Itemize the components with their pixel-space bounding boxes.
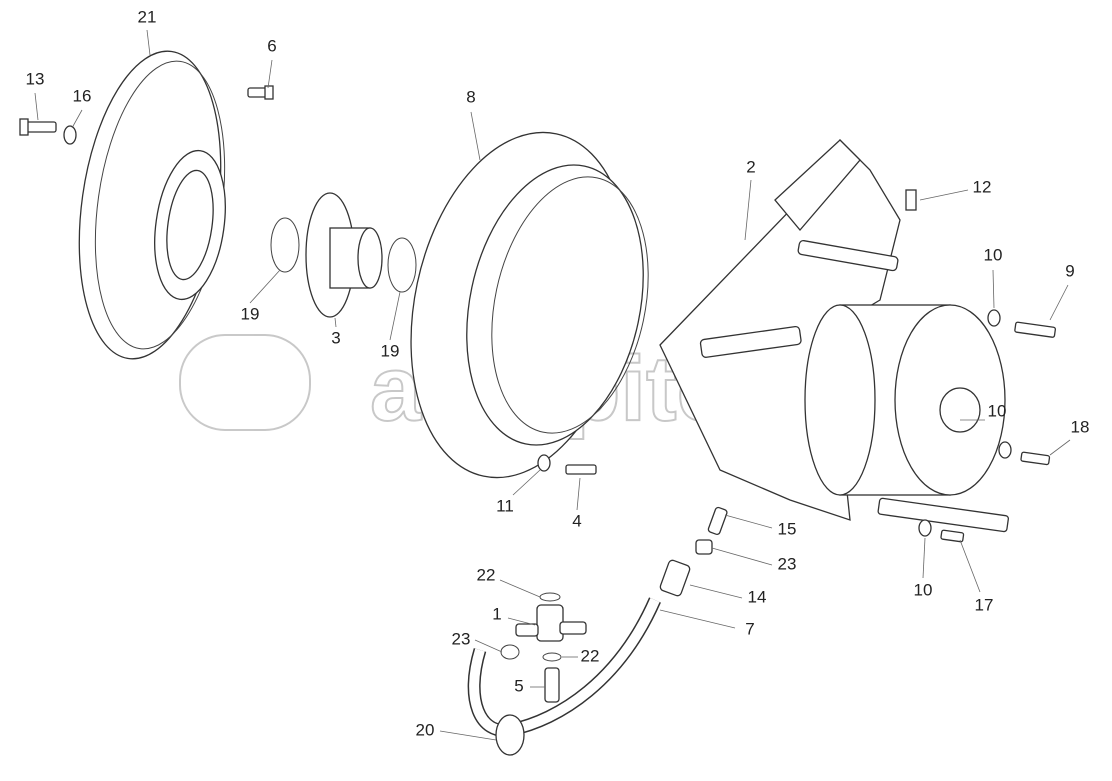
callout-17: 17 [975,595,994,614]
bolt-part-4 [565,464,597,475]
bolt-part-13 [19,118,57,136]
seal-part-20 [495,714,525,756]
leader-lines [34,29,1071,741]
callout-18: 18 [1071,417,1090,436]
washer-part-10a [987,309,1001,327]
fitting-part-15 [707,506,728,536]
clamp-part-23b [500,644,520,660]
bolt-part-6 [247,85,274,100]
callout-23b: 23 [452,629,471,648]
callout-23: 23 [778,554,797,573]
callout-8: 8 [466,87,475,106]
fitting-part-12 [905,189,917,211]
callout-7: 7 [745,619,754,638]
callout-19b: 19 [381,341,400,360]
callout-15: 15 [778,519,797,538]
callout-3: 3 [331,328,340,347]
callout-21: 21 [138,7,157,26]
callout-11: 11 [496,496,514,515]
callout-22: 22 [477,565,496,584]
callout-10c: 10 [914,580,933,599]
bolt-part-5 [544,667,560,703]
callout-10: 10 [984,245,1003,264]
spring-part-14 [659,559,691,597]
tee-part-1 [515,604,587,642]
pulley-part-2 [804,304,1009,533]
nut-part-23a [695,539,713,555]
circlip-part-19b [387,237,417,293]
hub-part-3 [305,192,383,318]
callout-12: 12 [973,177,992,196]
callout-10b: 10 [988,401,1007,420]
callout-5: 5 [514,676,523,695]
callout-19: 19 [241,304,260,323]
washer-part-10c [918,519,932,537]
callout-20: 20 [416,720,435,739]
bolt-part-18 [1020,451,1051,466]
callout-14: 14 [748,587,767,606]
callout-13: 13 [26,69,45,88]
flywheel-part-21 [78,50,226,360]
callout-1: 1 [492,604,501,623]
bolt-part-9 [1014,321,1057,338]
circlip-part-19 [270,217,300,273]
washer-part-16 [63,125,77,145]
callout-6: 6 [267,36,276,55]
callout-22b: 22 [581,646,600,665]
callout-2: 2 [746,157,755,176]
callout-4: 4 [572,511,581,530]
callout-16: 16 [73,86,92,105]
ring-part-22a [539,592,561,602]
bolt-part-17 [940,529,965,543]
washer-part-10b [998,441,1012,459]
ring-part-22b [542,652,562,662]
housing-part-8 [410,131,649,479]
callout-9: 9 [1065,261,1074,280]
washer-part-11 [537,454,551,472]
